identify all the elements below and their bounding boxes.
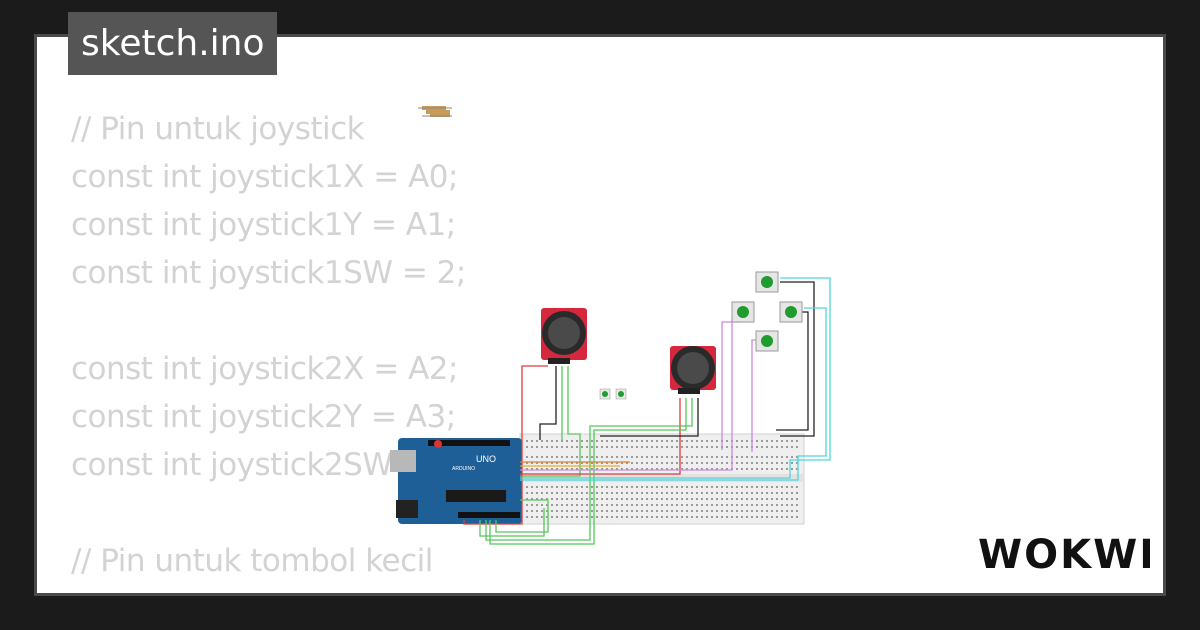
code-line: // Pin untuk tombol kecil [71, 543, 433, 579]
code-line [71, 489, 478, 537]
wokwi-logo: WOKWI [978, 532, 1150, 578]
code-line: const int joystick2Y = A3; [71, 399, 456, 435]
file-tab[interactable]: sketch.ino [68, 12, 278, 75]
code-line: const int joystick1X = A0; [71, 159, 458, 195]
code-line: const int joystick2SW = 3; [71, 447, 466, 483]
code-preview-card: // Pin untuk joystick const int joystick1… [34, 34, 1166, 596]
code-line: const int tombolKecil1 = 4; [71, 585, 478, 593]
wokwi-logo-text: WOKWI [978, 532, 1150, 578]
code-line [71, 297, 478, 345]
code-line: const int joystick1Y = A1; [71, 207, 456, 243]
code-line: const int joystick1SW = 2; [71, 255, 466, 291]
code-listing: // Pin untuk joystick const int joystick1… [71, 105, 478, 593]
code-line: const int joystick2X = A2; [71, 351, 458, 387]
code-line: // Pin untuk joystick [71, 111, 365, 147]
